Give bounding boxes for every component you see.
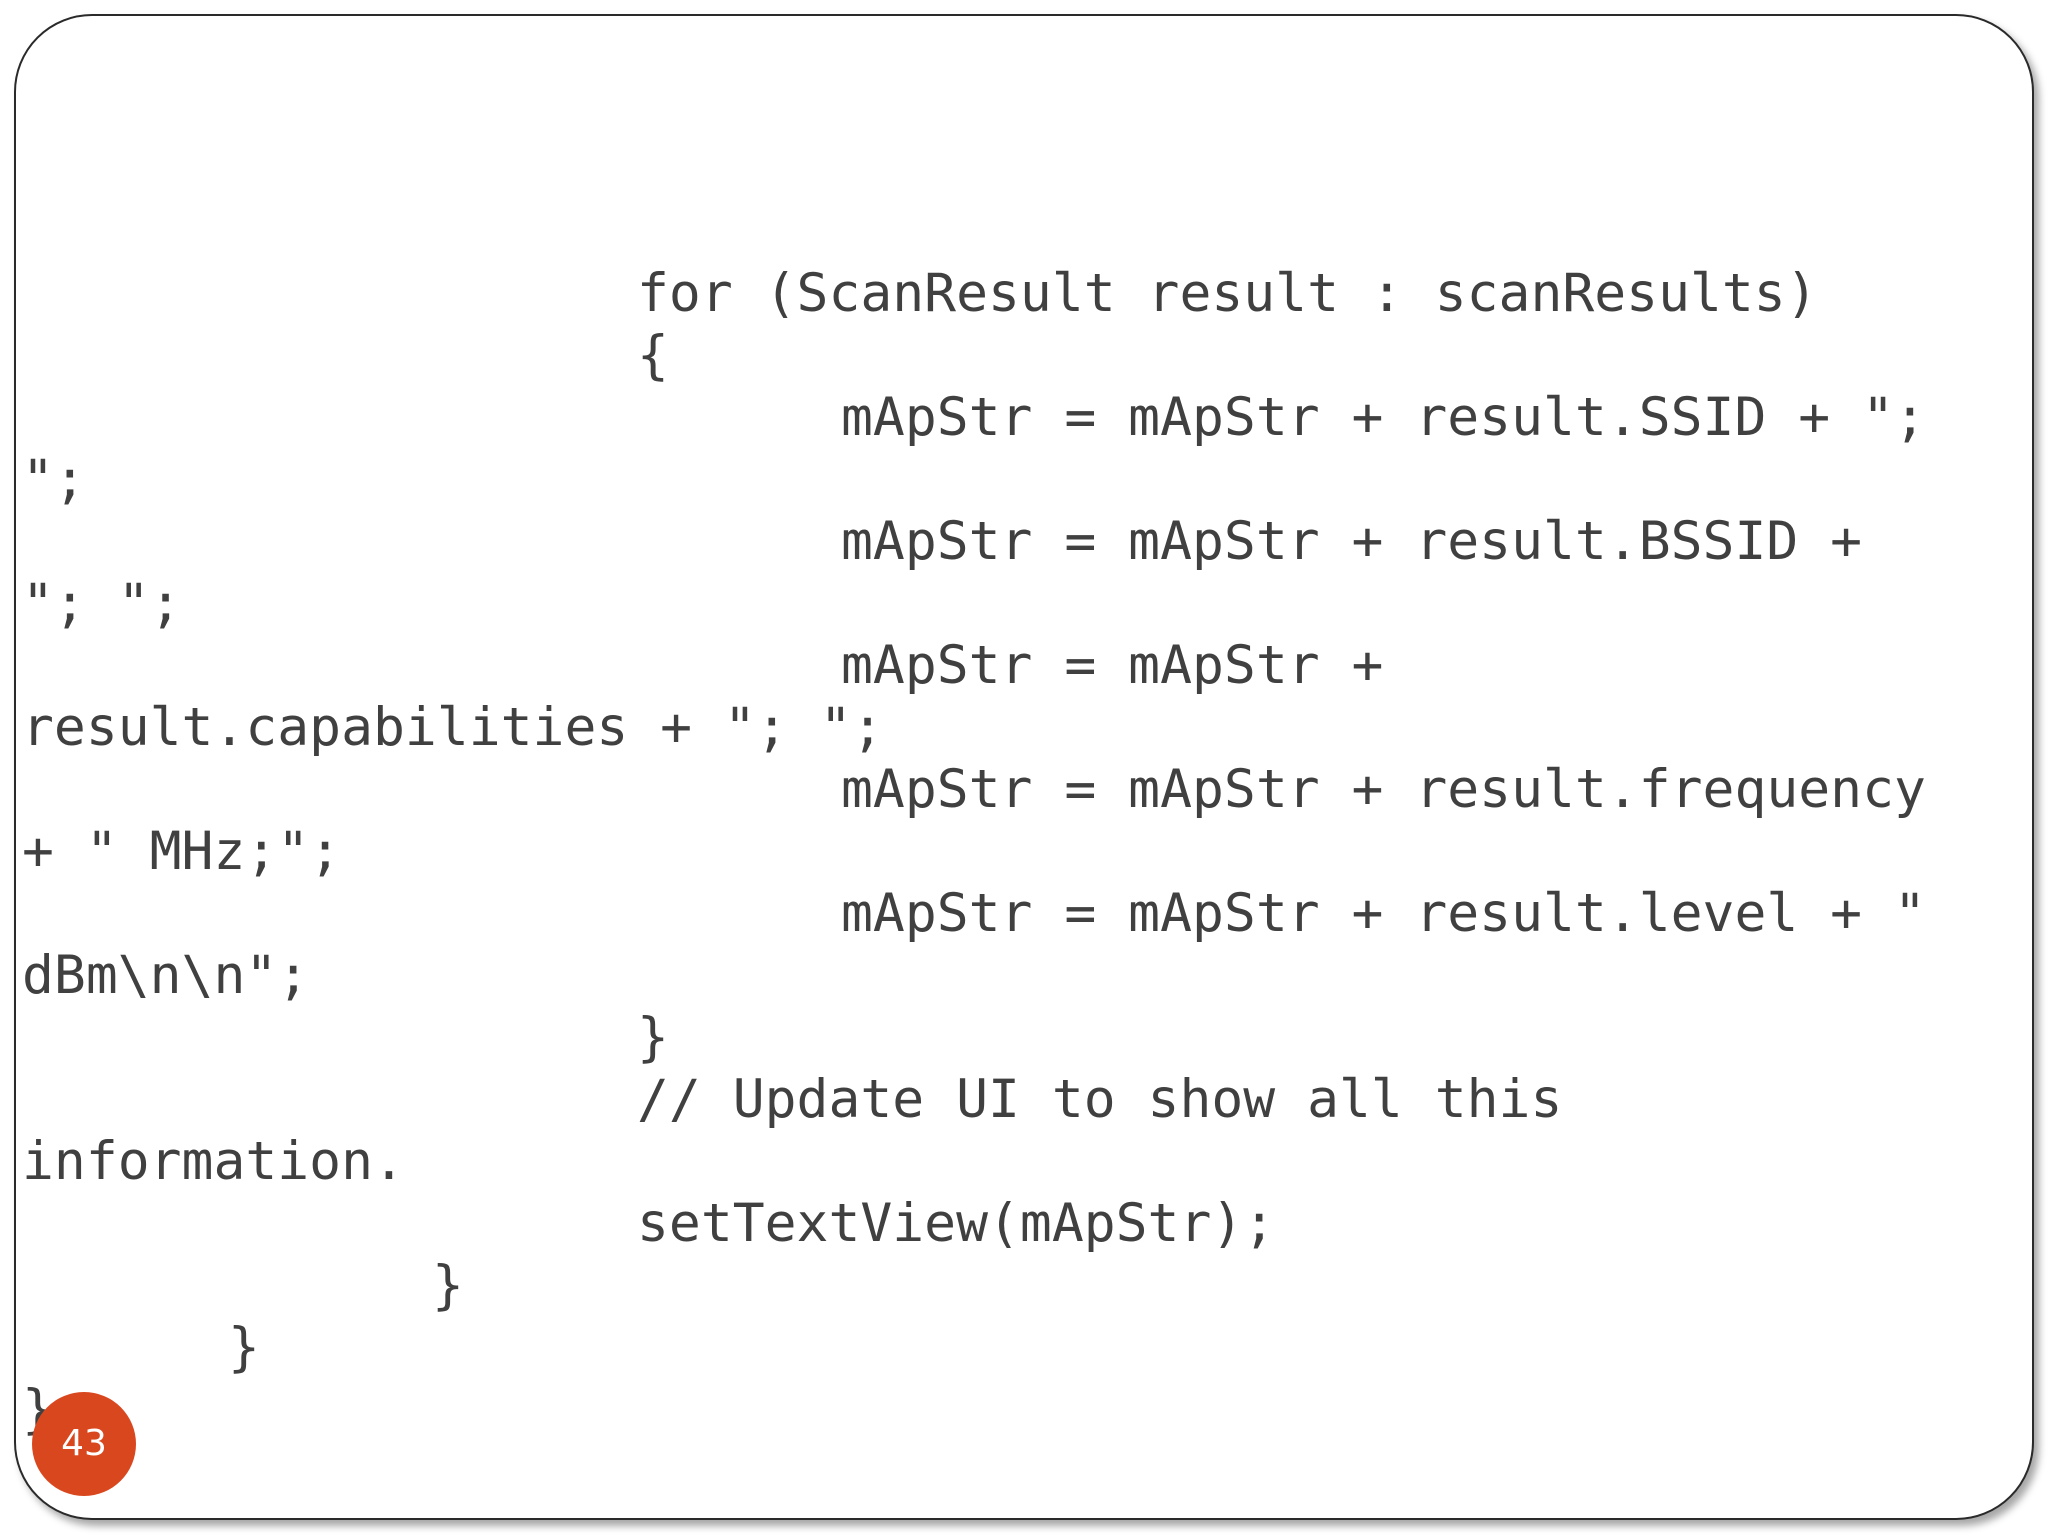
code-line: }	[432, 1255, 464, 1316]
code-line: mApStr = mApStr + result.frequency	[841, 759, 1926, 820]
code-line: result.capabilities + "; ";	[22, 697, 884, 758]
slide-frame	[14, 14, 2034, 1520]
code-line: {	[637, 325, 669, 386]
code-line: }	[637, 1007, 669, 1068]
code-line: ";	[22, 449, 86, 510]
code-line: setTextView(mApStr);	[637, 1193, 1276, 1254]
code-line: for (ScanResult result : scanResults)	[637, 263, 1818, 324]
code-line: }	[228, 1317, 260, 1378]
code-line: mApStr = mApStr +	[841, 635, 1384, 696]
code-line: // Update UI to show all this	[637, 1069, 1563, 1130]
code-line: information.	[22, 1131, 405, 1192]
slide-number-badge: 43	[32, 1392, 136, 1496]
code-line: "; ";	[22, 573, 182, 634]
code-line: mApStr = mApStr + result.level + "	[841, 883, 1926, 944]
code-line: dBm\n\n";	[22, 945, 310, 1006]
code-line: mApStr = mApStr + result.SSID + ";	[841, 387, 1926, 448]
code-line: mApStr = mApStr + result.BSSID +	[841, 511, 1863, 572]
code-line: + " MHz;";	[22, 821, 342, 882]
